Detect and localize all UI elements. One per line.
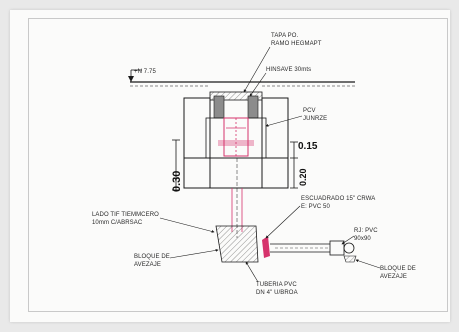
- elevation-marker: +N 7.75: [128, 69, 156, 82]
- drawing-sheet: [10, 10, 450, 322]
- vertical-pipe: [231, 158, 243, 238]
- pvc-label-2: JUNRZE: [303, 116, 327, 122]
- rj-label: RJ: PVC: [354, 228, 378, 234]
- annotation-escuadrado: ESCUADRADO 15" CRWA E: PVC 50: [265, 196, 375, 239]
- annotation-tapa: TAPA PO. RAMO HEGMAPT: [243, 33, 322, 93]
- dim-015: 0.15: [298, 141, 318, 152]
- annotation-bloque-left: BLOQUE DE AVEZAJE: [134, 248, 219, 268]
- bloque-left-label: BLOQUE DE: [134, 254, 170, 260]
- annotation-tubo: TUBERIA PVC DN 4" U/BROA: [245, 261, 298, 296]
- bloque-right-label: BLOQUE DE: [380, 266, 416, 272]
- dimension-right: 0.15 0.20: [290, 141, 318, 189]
- bloque-right-label-2: AVEZAJE: [380, 274, 407, 280]
- escuadrado-label: ESCUADRADO 15" CRWA: [301, 196, 375, 202]
- escuadrado-label-2: E: PVC 50: [301, 204, 330, 210]
- tapa-label: TAPA PO.: [271, 33, 298, 39]
- elbow-fitting: [215, 225, 330, 263]
- pvc-label: PCV: [303, 108, 316, 114]
- hinsave-label: HINSAVE 30mts: [266, 67, 311, 73]
- bloque-left-label-2: AVEZAJE: [134, 262, 161, 268]
- lado-label: LADO TIF TIEMMCERO: [92, 212, 159, 218]
- inner-fitting: [218, 117, 254, 157]
- drawing-frame: [28, 18, 448, 312]
- dim-020: 0.20: [298, 168, 308, 186]
- elevation-label: +N 7.75: [134, 69, 156, 75]
- dim-030: 0.30: [171, 171, 183, 192]
- annotation-hinsave: HINSAVE 30mts: [249, 67, 311, 97]
- annotation-lado: LADO TIF TIEMMCERO 10mm C/ABRSAC: [92, 212, 215, 233]
- tapa-label-2: RAMO HEGMAPT: [271, 41, 322, 47]
- box-structure: [183, 91, 289, 189]
- annotation-bloque-right: BLOQUE DE AVEZAJE: [355, 259, 416, 280]
- tubo-label: TUBERIA PVC: [256, 282, 297, 288]
- lado-label-2: 10mm C/ABRSAC: [92, 220, 143, 226]
- annotation-pvc: PCV JUNRZE: [265, 108, 327, 127]
- rj-label-2: 90x90: [354, 236, 371, 242]
- ground-line: [130, 81, 355, 87]
- dimension-left: 0.30: [171, 139, 183, 192]
- tubo-label-2: DN 4" U/BROA: [256, 290, 298, 296]
- end-fitting: [329, 240, 357, 263]
- annotation-rj: RJ: PVC 90x90: [341, 228, 378, 245]
